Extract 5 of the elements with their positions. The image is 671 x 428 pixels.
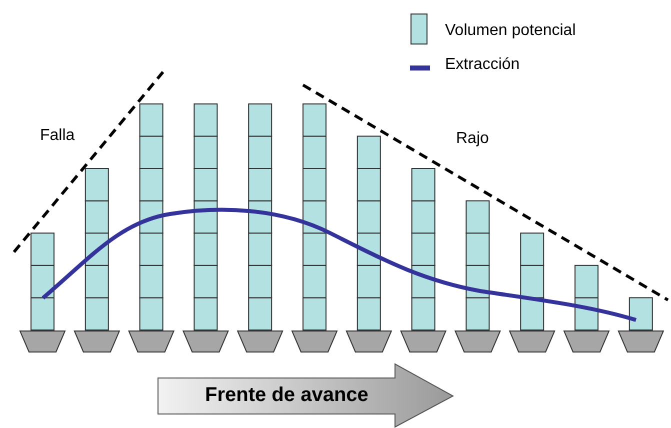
- legend-text: Volumen potencial: [445, 22, 576, 40]
- legend-text: Extracción: [445, 56, 520, 74]
- fault-label: Falla: [40, 127, 75, 146]
- pit-label: Rajo: [456, 130, 489, 148]
- arrow-label: Frente de avance: [205, 384, 368, 407]
